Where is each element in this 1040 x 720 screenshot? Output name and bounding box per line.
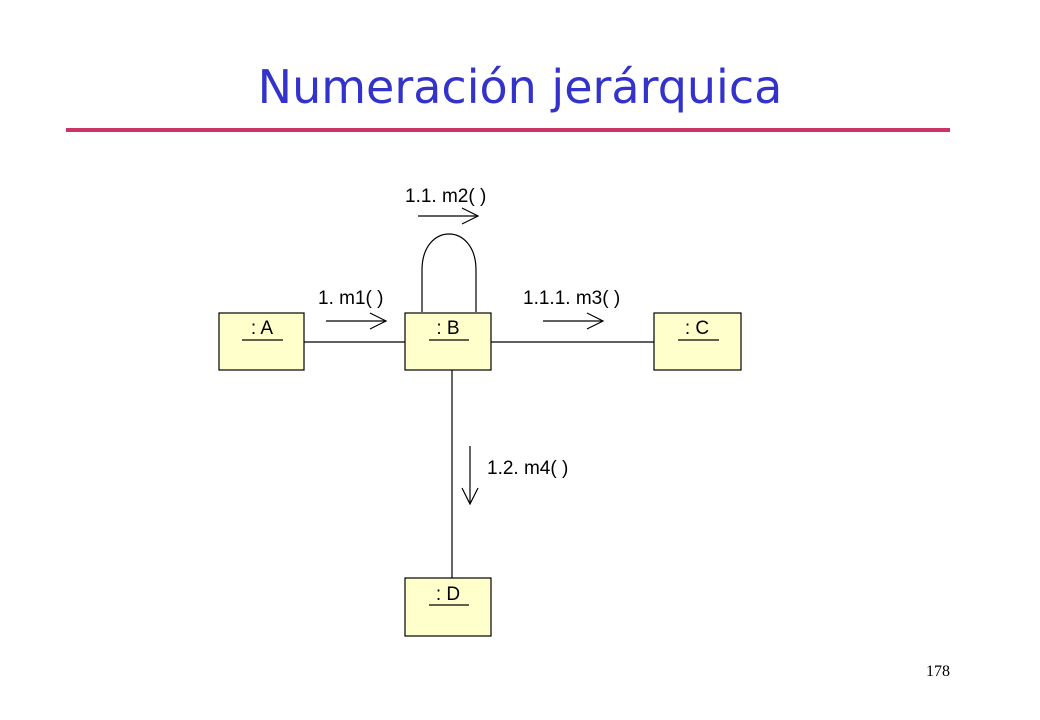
object-c-label: : C [685,318,709,339]
object-b-label: : B [436,318,459,339]
message-m1-label: 1. m1( ) [318,288,383,309]
message-m3-label: 1.1.1. m3( ) [523,288,620,309]
title-divider [66,128,950,132]
message-m3-arrow [543,312,605,330]
message-m4-arrow [461,446,479,506]
message-m2-arrow [418,207,480,225]
object-d-label: : D [436,584,460,605]
object-a[interactable]: : A [218,312,305,371]
message-m4-label: 1.2. m4( ) [487,458,568,479]
slide-title: Numeración jerárquica [257,60,783,114]
self-link-b [421,233,477,312]
message-m1-arrow [326,312,388,330]
object-d[interactable]: : D [404,577,492,637]
message-m2-label: 1.1. m2( ) [405,186,486,207]
object-b[interactable]: : B [404,312,492,371]
page-number: 178 [926,663,950,680]
object-c[interactable]: : C [653,312,742,371]
object-a-label: : A [251,318,274,339]
